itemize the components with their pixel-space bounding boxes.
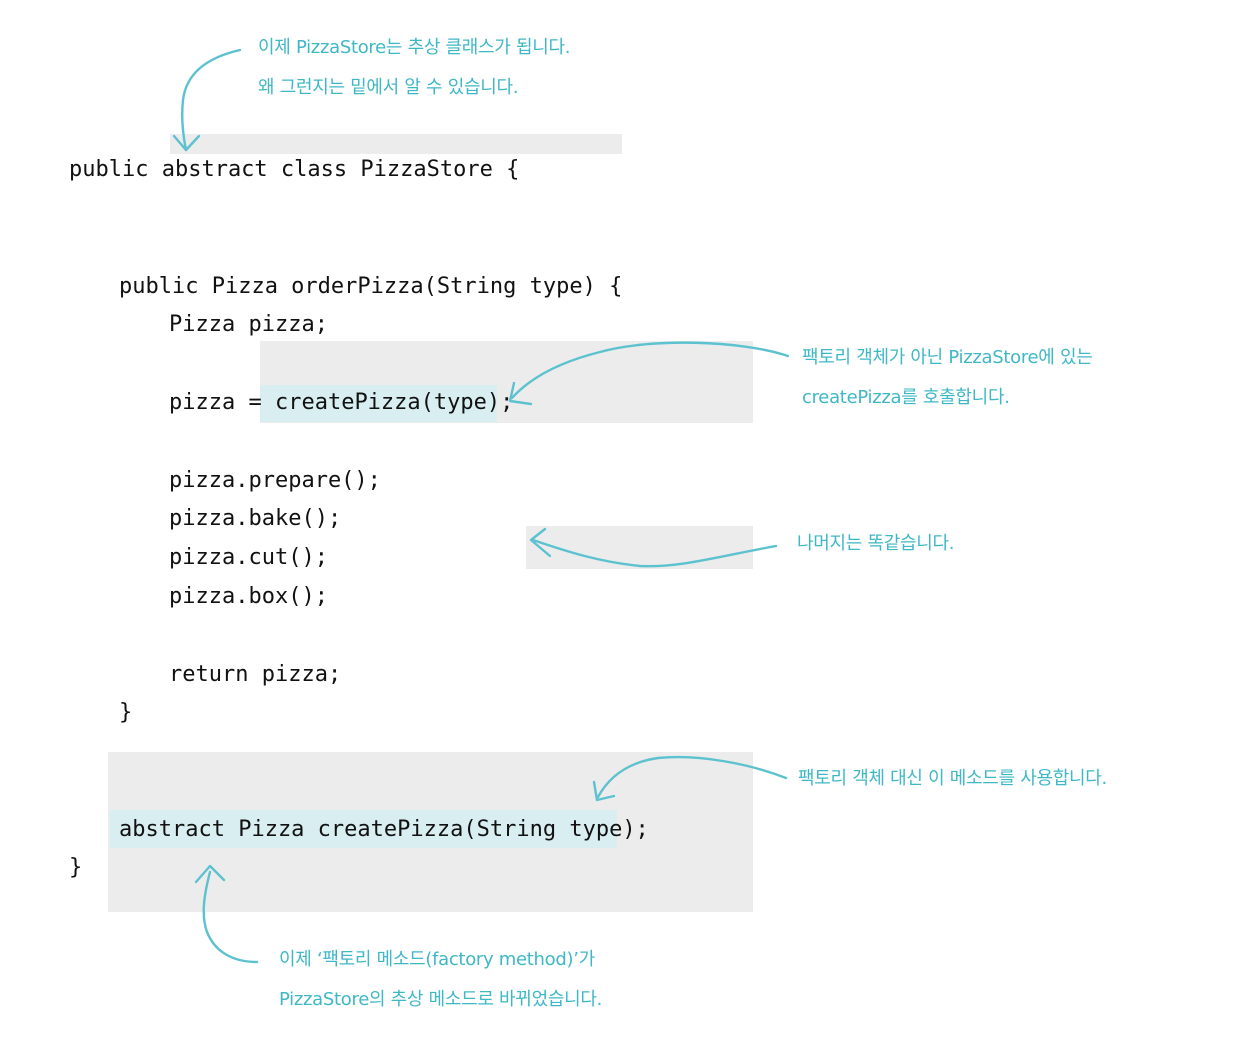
pizza-assignment: pizza = createPizza(type); (169, 389, 513, 417)
class-closing-brace: } (69, 855, 83, 880)
prepare-call: pizza.prepare(); (169, 468, 381, 493)
rest-same-shade (526, 526, 753, 569)
return-statement: return pizza; (169, 662, 342, 687)
create-call-note-line1: 팩토리 객체가 아닌 PizzaStore에 있는 (802, 347, 1093, 368)
assignment-prefix: pizza = (169, 390, 275, 415)
arrow-to-class-declaration (172, 48, 242, 152)
use-method-note: 팩토리 객체 대신 이 메소드를 사용합니다. (798, 768, 1107, 789)
create-pizza-call: createPizza(type); (274, 390, 514, 415)
class-decl-shade (170, 134, 622, 154)
arrow-to-abstract-declaration (194, 864, 259, 964)
cut-call: pizza.cut(); (169, 545, 328, 570)
factory-method-note: 이제 ‘팩토리 메소드(factory method)’가 PizzaStore의… (279, 940, 602, 1020)
abstract-method-declaration: abstract Pizza createPizza(String type); (119, 817, 649, 842)
method-declaration: public Pizza orderPizza(String type) { (119, 274, 623, 299)
box-call: pizza.box(); (169, 584, 328, 609)
factory-method-note-line2: PizzaStore의 추상 메소드로 바뀌었습니다. (279, 989, 603, 1010)
method-closing-brace: } (119, 700, 133, 725)
abstract-class-note: 이제 PizzaStore는 추상 클래스가 됩니다. 왜 그런지는 밑에서 알 … (258, 28, 571, 108)
create-call-highlight (260, 385, 497, 422)
arrow-to-abstract-method (592, 755, 788, 802)
create-call-note: 팩토리 객체가 아닌 PizzaStore에 있는 createPizza를 호출… (802, 338, 1093, 418)
arrow-to-create-call (508, 341, 790, 406)
rest-same-note: 나머지는 똑같습니다. (797, 533, 955, 554)
factory-method-note-line1: 이제 ‘팩토리 메소드(factory method)’가 (279, 949, 595, 970)
class-declaration: public abstract class PizzaStore { (69, 157, 520, 182)
arrow-to-rest-lines (529, 527, 778, 568)
create-call-note-line2: createPizza를 호출합니다. (802, 387, 1010, 408)
bake-call: pizza.bake(); (169, 506, 342, 531)
pizza-variable-declaration: Pizza pizza; (169, 312, 328, 337)
abstract-class-note-line1: 이제 PizzaStore는 추상 클래스가 됩니다. (258, 37, 571, 58)
abstract-class-note-line2: 왜 그런지는 밑에서 알 수 있습니다. (258, 77, 519, 98)
abstract-decl-highlight (110, 810, 617, 848)
